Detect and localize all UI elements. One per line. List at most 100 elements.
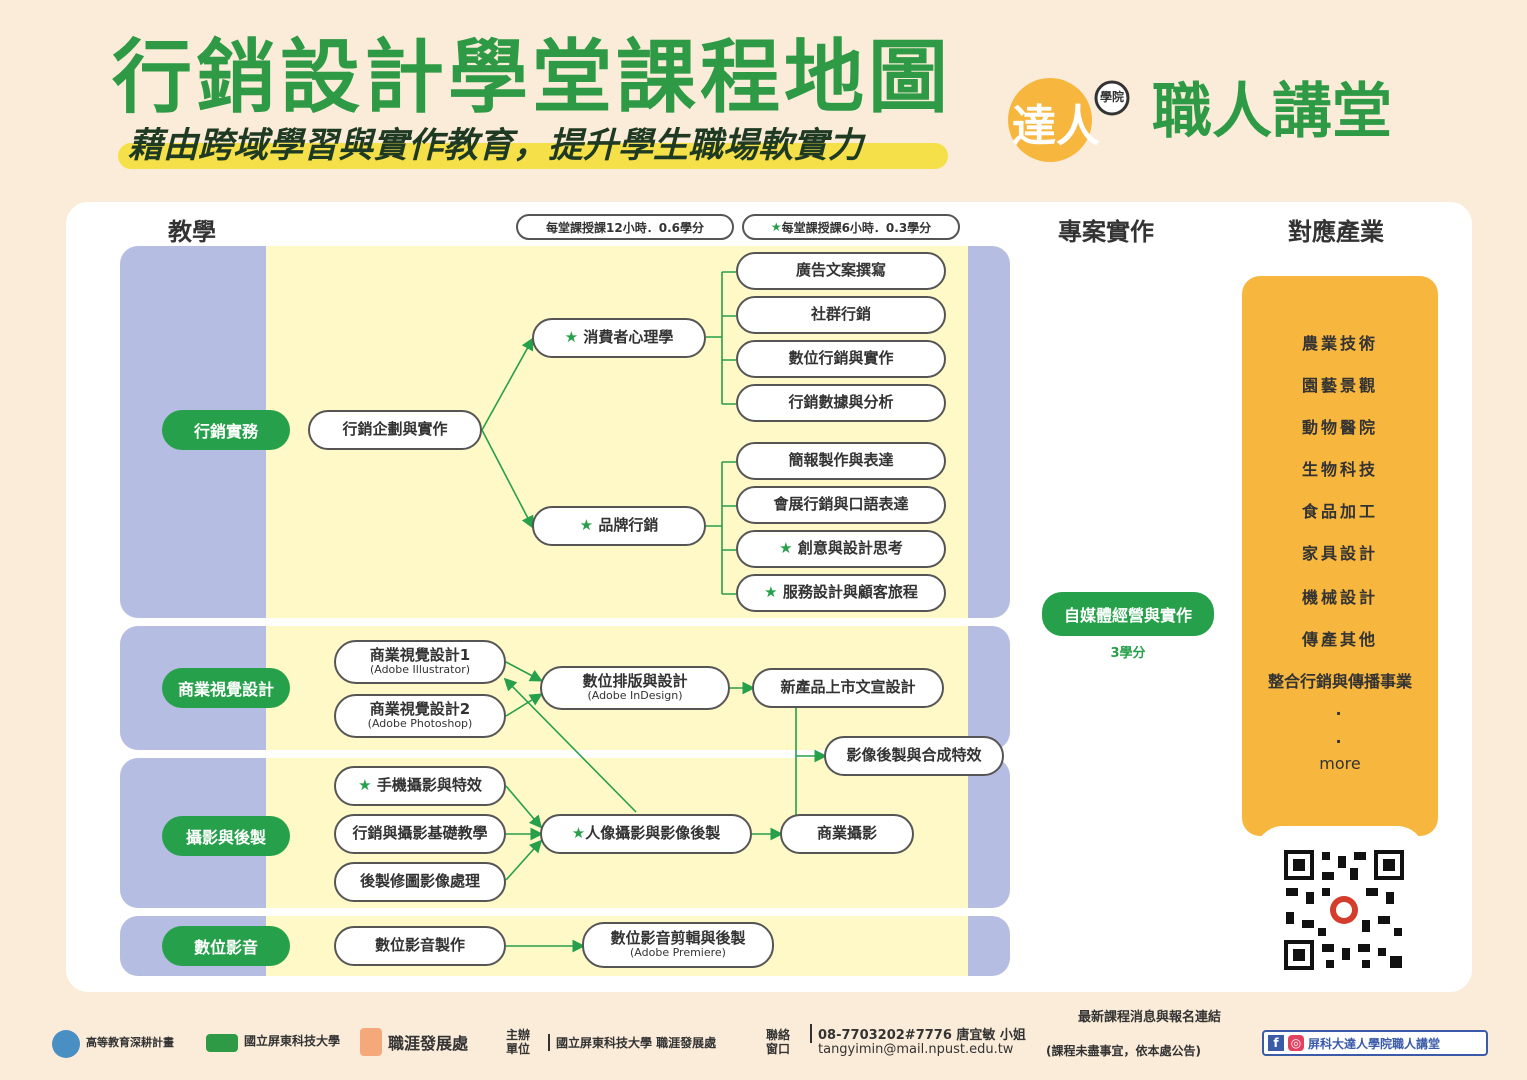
course-label: 後製修圖影像處理 <box>359 872 480 891</box>
star-icon: ★ <box>779 539 793 558</box>
star-icon: ★ <box>358 776 372 795</box>
star-icon: ★ <box>770 220 782 234</box>
course-label: 數位排版與設計 <box>582 672 688 691</box>
course-mobile-photo: ★ 手機攝影與特效 <box>334 766 506 806</box>
course-sub: (Adobe Photoshop) <box>367 717 473 731</box>
course-layout: 數位排版與設計(Adobe InDesign) <box>540 666 730 710</box>
course-ad-copy: 廣告文案撰寫 <box>736 252 946 290</box>
course-service: ★ 服務設計與顧客旅程 <box>736 574 946 612</box>
course-label: 社群行銷 <box>810 305 871 324</box>
course-label: ★ 品牌行銷 <box>580 517 659 534</box>
course-text: 消費者心理學 <box>583 328 674 347</box>
course-label: ★ 手機攝影與特效 <box>358 777 482 794</box>
course-video: 數位影音製作 <box>334 926 506 966</box>
industry-dot: . <box>1335 700 1345 719</box>
course-sub: (Adobe InDesign) <box>587 689 683 703</box>
contact-phone: 08-7703202#7776 唐宜敏 小姐 <box>810 1024 1026 1043</box>
course-retouch: 後製修圖影像處理 <box>334 862 506 902</box>
course-text: 創意與設計思考 <box>797 539 903 558</box>
facebook-icon[interactable]: f <box>1268 1035 1284 1051</box>
course-digital-mkt: 數位行銷與實作 <box>736 340 946 378</box>
project-course: 自媒體經營與實作 <box>1042 592 1214 636</box>
social-account-name: 屏科大達人學院職人講堂 <box>1308 1036 1441 1051</box>
course-expo: 會展行銷與口語表達 <box>736 486 946 524</box>
industry-more: more <box>1319 754 1361 773</box>
course-social: 社群行銷 <box>736 296 946 334</box>
course-consumer-psych: ★ 消費者心理學 <box>532 318 706 358</box>
legend-normal-text: 每堂課授課12小時．0.6學分 <box>546 220 704 235</box>
logo-npust-icon <box>206 1034 238 1052</box>
category-video: 數位影音 <box>162 926 290 966</box>
footer-note: (課程未盡事宜，依本處公告) <box>1046 1044 1201 1058</box>
contact-email[interactable]: tangyimin@mail.npust.edu.tw <box>818 1042 1014 1057</box>
course-label: 廣告文案撰寫 <box>795 261 886 280</box>
course-label: ★ 消費者心理學 <box>565 329 674 346</box>
category-visual: 商業視覺設計 <box>162 668 290 708</box>
course-cvd1: 商業視覺設計1(Adobe Illustrator) <box>334 640 506 684</box>
course-label: 數位影音製作 <box>374 936 465 955</box>
course-label: ★人像攝影與影像後製 <box>572 825 720 842</box>
course-label: 商業視覺設計1 <box>369 646 471 665</box>
course-label: ★ 創意與設計思考 <box>779 540 903 557</box>
brand-name: 職人講堂 <box>1152 77 1392 147</box>
course-sub: (Adobe Premiere) <box>630 946 726 960</box>
star-icon: ★ <box>564 328 579 347</box>
course-label: ★ 服務設計與顧客旅程 <box>764 584 918 601</box>
host-org: 國立屏東科技大學 職涯發展處 <box>548 1034 716 1051</box>
course-label: 新產品上市文宣設計 <box>780 678 916 697</box>
legend-normal: 每堂課授課12小時．0.6學分 <box>516 214 734 240</box>
course-presentation: 簡報製作與表達 <box>736 442 946 480</box>
course-cvd2: 商業視覺設計2(Adobe Photoshop) <box>334 694 506 738</box>
industry-dot: . <box>1335 728 1345 747</box>
industry-item: 家具設計 <box>1301 544 1378 563</box>
latest-info-label: 最新課程消息與報名連結 <box>1078 1010 1222 1025</box>
industry-item: 機械設計 <box>1301 588 1378 607</box>
legend-star: ★每堂課授課6小時．0.3學分 <box>742 214 960 240</box>
logo-career-icon <box>360 1028 382 1056</box>
course-label: 行銷與攝影基礎教學 <box>352 824 488 843</box>
instagram-icon[interactable]: ◎ <box>1288 1035 1304 1051</box>
course-mkt-photo: 行銷與攝影基礎教學 <box>334 814 506 854</box>
star-icon: ★ <box>764 583 778 602</box>
social-links[interactable]: f ◎ 屏科大達人學院職人講堂 <box>1262 1030 1488 1056</box>
page-subtitle: 藉由跨域學習與實作教育，提升學生職場軟實力 <box>128 126 864 166</box>
category-marketing: 行銷實務 <box>162 410 290 450</box>
industry-item: 整合行銷與傳播事業 <box>1267 672 1412 691</box>
col-project: 專案實作 <box>1058 218 1154 246</box>
brand-badge-small: 學院 <box>1099 90 1124 104</box>
col-industry: 對應產業 <box>1288 218 1384 246</box>
course-text: 手機攝影與特效 <box>376 776 482 795</box>
course-label: 數位影音剪輯與後製 <box>610 929 746 948</box>
course-editing: 數位影音剪輯與後製(Adobe Premiere) <box>582 922 774 968</box>
course-label: 行銷企劃與實作 <box>342 420 448 439</box>
course-launch: 新產品上市文宣設計 <box>752 668 944 708</box>
course-label: 商業攝影 <box>816 824 877 843</box>
course-commercial: 商業攝影 <box>780 814 914 854</box>
course-mkt-data: 行銷數據與分析 <box>736 384 946 422</box>
host-label: 主辦單位 <box>506 1028 531 1056</box>
course-postfx: 影像後製與合成特效 <box>824 736 1004 776</box>
star-icon: ★ <box>571 824 586 843</box>
star-icon: ★ <box>579 516 594 535</box>
course-text: 品牌行銷 <box>598 516 659 535</box>
logo-npust-text: 國立屏東科技大學 <box>244 1034 341 1048</box>
logo-education-text: 高等教育深耕計畫 <box>86 1036 174 1049</box>
project-credits: 3學分 <box>1110 646 1146 661</box>
industry-item: 傳產其他 <box>1301 630 1378 649</box>
contact-label: 聯絡窗口 <box>766 1028 791 1056</box>
col-teaching: 教學 <box>168 218 216 246</box>
course-text: 人像攝影與影像後製 <box>585 824 721 843</box>
course-label: 影像後製與合成特效 <box>846 746 982 765</box>
logo-career-text: 職涯發展處 <box>388 1034 469 1053</box>
legend-star-text: 每堂課授課6小時．0.3學分 <box>781 220 932 235</box>
subtitle-highlight <box>118 143 948 169</box>
course-label: 會展行銷與口語表達 <box>773 495 909 514</box>
course-marketing-plan: 行銷企劃與實作 <box>308 410 482 450</box>
brand-badge-text: 達人 <box>1012 101 1100 152</box>
logo-education-icon <box>52 1030 80 1058</box>
course-text: 服務設計與顧客旅程 <box>782 583 918 602</box>
brand-logo: 達人 學院 <box>1000 70 1140 166</box>
qr-code-icon[interactable] <box>1282 848 1406 972</box>
industry-item: 園藝景觀 <box>1301 376 1378 395</box>
